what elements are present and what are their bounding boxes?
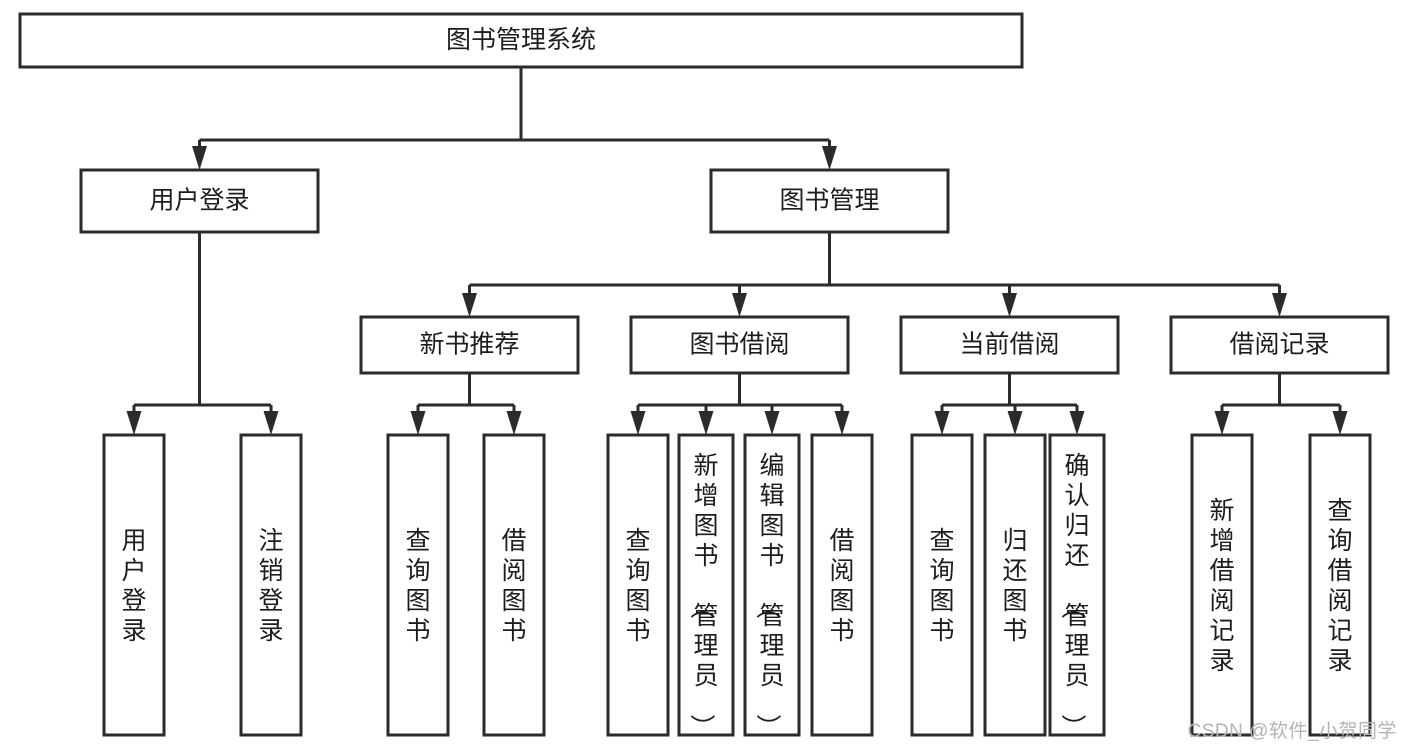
edge-group-n_book_mgmt <box>462 232 1287 317</box>
node-layer: 图书管理系统用户登录图书管理新书推荐图书借阅当前借阅借阅记录用户登录注销登录查询… <box>18 12 1390 739</box>
node-label: 新增图书（管理员） <box>687 452 718 739</box>
node-label: 新书推荐 <box>419 331 519 359</box>
edge-group-root <box>192 67 837 170</box>
node-l-add-book[interactable]: 新增图书（管理员） <box>677 433 735 739</box>
node-label: 查询图书 <box>405 527 430 645</box>
node-l-user-login[interactable]: 用户登录 <box>102 433 166 737</box>
edge-arrowhead <box>1069 411 1085 435</box>
node-box[interactable] <box>18 12 1024 69</box>
node-label: 用户登录 <box>121 527 146 645</box>
node-n-current[interactable]: 当前借阅 <box>899 315 1120 375</box>
node-label: 图书管理系统 <box>446 26 596 54</box>
edge-arrowhead <box>506 411 522 435</box>
node-box[interactable] <box>606 433 670 737</box>
node-box[interactable] <box>79 168 320 234</box>
node-l-edit-book[interactable]: 编辑图书（管理员） <box>743 433 801 739</box>
edge-arrowhead <box>732 293 747 317</box>
edge-group-n_current <box>934 373 1085 435</box>
edge-arrowhead <box>410 411 426 435</box>
node-box[interactable] <box>899 315 1120 375</box>
node-box[interactable] <box>709 168 950 234</box>
node-n-borrow[interactable]: 图书借阅 <box>629 315 850 375</box>
node-box[interactable] <box>629 315 850 375</box>
node-label: 查询图书 <box>625 527 650 645</box>
edge-group-n_borrow <box>630 373 850 435</box>
node-l-query-book-3[interactable]: 查询图书 <box>910 433 974 737</box>
node-l-return-book[interactable]: 归还图书 <box>983 433 1047 737</box>
edge-arrowhead <box>126 411 142 435</box>
node-box[interactable] <box>1169 315 1390 375</box>
node-label: 编辑图书（管理员） <box>753 452 784 739</box>
node-l-query-book-1[interactable]: 查询图书 <box>386 433 450 737</box>
node-label: 借阅记录 <box>1229 331 1329 359</box>
edge-arrowhead <box>698 411 714 435</box>
node-label: 查询图书 <box>929 527 954 645</box>
node-label: 借阅图书 <box>501 527 526 645</box>
edge-arrowhead <box>1214 411 1230 435</box>
node-l-query-record[interactable]: 查询借阅记录 <box>1308 433 1372 737</box>
node-box[interactable] <box>239 433 303 737</box>
node-box[interactable] <box>1190 433 1254 737</box>
edge-arrowhead <box>1272 293 1287 317</box>
node-l-confirm-return[interactable]: 确认归还（管理员） <box>1048 433 1106 739</box>
node-label: 查询借阅记录 <box>1327 497 1352 675</box>
edge-group-n_new_rec <box>410 373 522 435</box>
node-box[interactable] <box>102 433 166 737</box>
edge-arrowhead <box>1002 293 1017 317</box>
node-l-query-book-2[interactable]: 查询图书 <box>606 433 670 737</box>
node-label: 新增借阅记录 <box>1209 497 1234 675</box>
node-n-records[interactable]: 借阅记录 <box>1169 315 1390 375</box>
node-label: 归还图书 <box>1002 527 1027 645</box>
node-box[interactable] <box>983 433 1047 737</box>
node-label: 图书管理 <box>779 187 879 215</box>
node-box[interactable] <box>386 433 450 737</box>
node-label: 用户登录 <box>149 187 249 215</box>
edge-arrowhead <box>834 411 850 435</box>
node-label: 当前借阅 <box>959 331 1059 359</box>
node-n-user-login[interactable]: 用户登录 <box>79 168 320 234</box>
node-box[interactable] <box>1308 433 1372 737</box>
edge-arrowhead <box>934 411 950 435</box>
node-n-new-rec[interactable]: 新书推荐 <box>359 315 580 375</box>
node-label: 图书借阅 <box>689 331 789 359</box>
edge-arrowhead <box>764 411 780 435</box>
edge-group-n_records <box>1214 373 1348 435</box>
node-label: 借阅图书 <box>829 527 854 645</box>
node-box[interactable] <box>1048 433 1106 737</box>
node-n-book-mgmt[interactable]: 图书管理 <box>709 168 950 234</box>
edge-arrowhead <box>630 411 646 435</box>
edge-arrowhead <box>1332 411 1348 435</box>
edge-arrowhead <box>822 146 837 170</box>
node-root[interactable]: 图书管理系统 <box>18 12 1024 69</box>
watermark-text: CSDN @软件_小贺同学 <box>1187 721 1397 742</box>
node-l-borrow-book-1[interactable]: 借阅图书 <box>482 433 546 737</box>
node-box[interactable] <box>810 433 874 737</box>
node-box[interactable] <box>743 433 801 737</box>
node-l-user-logout[interactable]: 注销登录 <box>239 433 303 737</box>
node-box[interactable] <box>677 433 735 737</box>
edge-group-n_user_login <box>126 232 279 435</box>
node-l-borrow-book-2[interactable]: 借阅图书 <box>810 433 874 737</box>
node-box[interactable] <box>910 433 974 737</box>
edge-arrowhead <box>462 293 477 317</box>
node-label: 注销登录 <box>258 527 283 645</box>
edge-layer <box>126 67 1348 435</box>
node-l-add-record[interactable]: 新增借阅记录 <box>1190 433 1254 737</box>
node-box[interactable] <box>359 315 580 375</box>
edge-arrowhead <box>263 411 279 435</box>
edge-arrowhead <box>1007 411 1023 435</box>
edge-arrowhead <box>192 146 207 170</box>
node-box[interactable] <box>482 433 546 737</box>
node-label: 确认归还（管理员） <box>1058 452 1089 739</box>
